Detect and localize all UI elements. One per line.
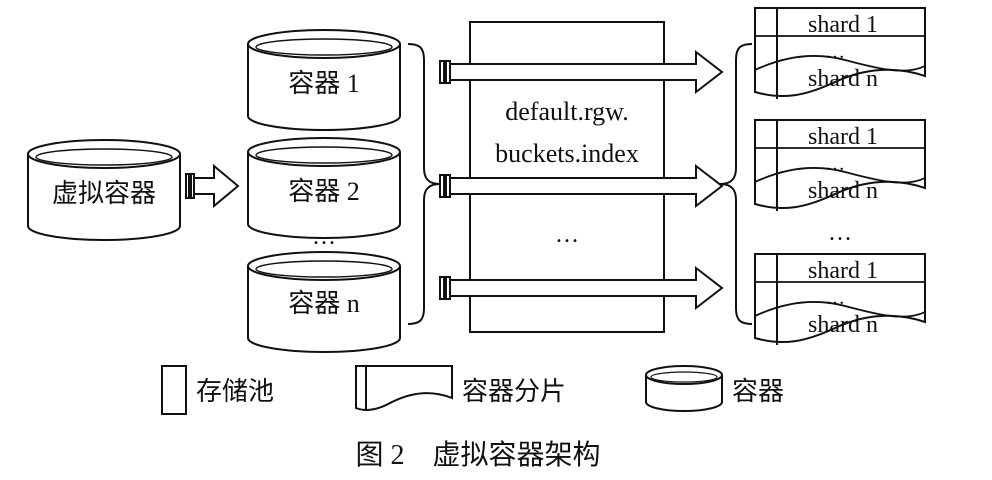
shards-brace [719, 43, 753, 325]
shard-group-3-dots: … [825, 287, 845, 309]
containers-brace [407, 43, 441, 325]
shard-group-1-first: shard 1 [808, 12, 878, 38]
legend: 存储池 容器分片 容器 [161, 365, 784, 415]
container-n: 容器 n [247, 251, 401, 353]
shard-group-1: shard 1 … shard n [754, 7, 926, 100]
virtual-container-label: 虚拟容器 [52, 179, 156, 208]
shard-group-2-dots: … [825, 153, 845, 175]
virtual-to-containers-arrow [185, 163, 240, 209]
pool-name-line2: buckets.index [495, 139, 639, 168]
legend-shard-symbol [355, 365, 453, 411]
container-1-label: 容器 1 [288, 69, 360, 98]
shard-group-2: shard 1 … shard n [754, 119, 926, 212]
container-1: 容器 1 [247, 29, 401, 131]
legend-container-label: 容器 [732, 377, 784, 406]
legend-shard-label: 容器分片 [462, 377, 566, 406]
legend-container-symbol [645, 365, 723, 412]
pool-name-line1: default.rgw. [505, 97, 628, 126]
legend-pool-symbol [161, 365, 187, 415]
legend-pool-label: 存储池 [196, 377, 274, 406]
virtual-container-cylinder: 虚拟容器 [27, 139, 181, 241]
shard-group-3: shard 1 … shard n [754, 253, 926, 346]
container-2-label: 容器 2 [288, 177, 360, 206]
shard-groups-ellipsis: … [828, 220, 852, 246]
shard-group-3-first: shard 1 [808, 258, 878, 284]
container-2: 容器 2 [247, 137, 401, 239]
container-n-label: 容器 n [288, 289, 360, 318]
shard-group-3-last: shard n [808, 312, 878, 338]
containers-ellipsis: … [312, 224, 336, 250]
shard-group-2-first: shard 1 [808, 124, 878, 150]
shard-group-1-dots: … [825, 41, 845, 63]
pool-ellipsis: … [555, 222, 579, 248]
shard-group-2-last: shard n [808, 178, 878, 204]
shard-group-1-last: shard n [808, 66, 878, 92]
figure-caption: 图 2 虚拟容器架构 [355, 439, 600, 471]
